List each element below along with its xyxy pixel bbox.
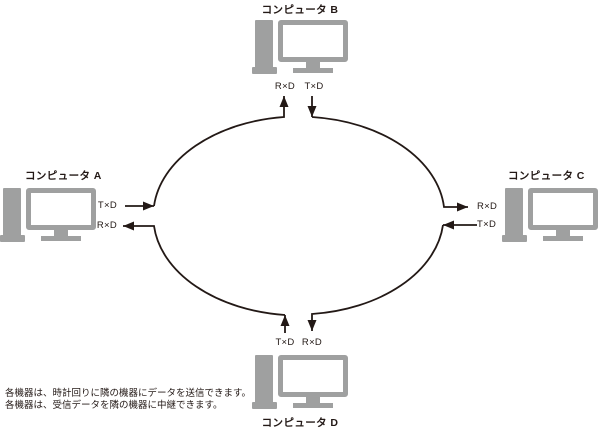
note-text: 各機器は、時計回りに隣の機器にデータを送信できます。 各機器は、受信データを隣の… (5, 388, 251, 412)
ring-arc-b-to-c (311, 116, 468, 212)
ring-arc-a-to-b (153, 96, 289, 207)
monitor-base-shape (293, 68, 333, 73)
port-a-rxd: R×D (96, 220, 117, 231)
monitor-shape (528, 188, 598, 230)
monitor-base-shape (293, 403, 333, 408)
port-c-rxd: R×D (477, 201, 498, 212)
computer-d-icon (252, 355, 348, 409)
tower-shape (505, 188, 523, 236)
tower-shape (255, 20, 273, 68)
monitor-shape (278, 355, 348, 397)
monitor-shape (278, 20, 348, 62)
monitor-stand-shape (556, 230, 570, 236)
computer-c-label: コンピュータ C (508, 170, 585, 182)
port-c-txd: T×D (477, 219, 497, 230)
port-a-txd: T×D (97, 200, 117, 211)
note-line-1: 各機器は、時計回りに隣の機器にデータを送信できます。 (5, 388, 252, 399)
computer-d-label: コンピュータ D (261, 417, 339, 429)
tower-shape (3, 188, 21, 236)
tower-shape (255, 355, 273, 403)
computer-b-label: コンピュータ B (261, 4, 339, 16)
monitor-base-shape (41, 236, 81, 241)
monitor-shape (26, 188, 96, 230)
ring-arc-d-to-a (123, 221, 286, 316)
computer-c-icon (502, 188, 598, 242)
monitor-stand-shape (54, 230, 68, 236)
computer-a-icon (0, 188, 96, 242)
monitor-stand-shape (306, 397, 320, 403)
monitor-stand-shape (306, 62, 320, 68)
port-b-rxd: R×D (274, 81, 296, 92)
monitor-base-shape (543, 236, 583, 241)
ring-arc-c-to-d (307, 224, 444, 331)
note-line-2: 各機器は、受信データを隣の機器に中継できます。 (5, 400, 223, 411)
port-d-rxd: R×D (301, 337, 323, 348)
tower-base-shape (502, 235, 527, 242)
computer-a-label: コンピュータ A (25, 170, 102, 182)
port-d-txd: T×D (275, 337, 295, 348)
tower-base-shape (252, 402, 277, 409)
computer-b-icon (252, 20, 348, 74)
port-b-txd: T×D (304, 81, 324, 92)
tower-base-shape (252, 67, 277, 74)
tower-base-shape (0, 235, 25, 242)
